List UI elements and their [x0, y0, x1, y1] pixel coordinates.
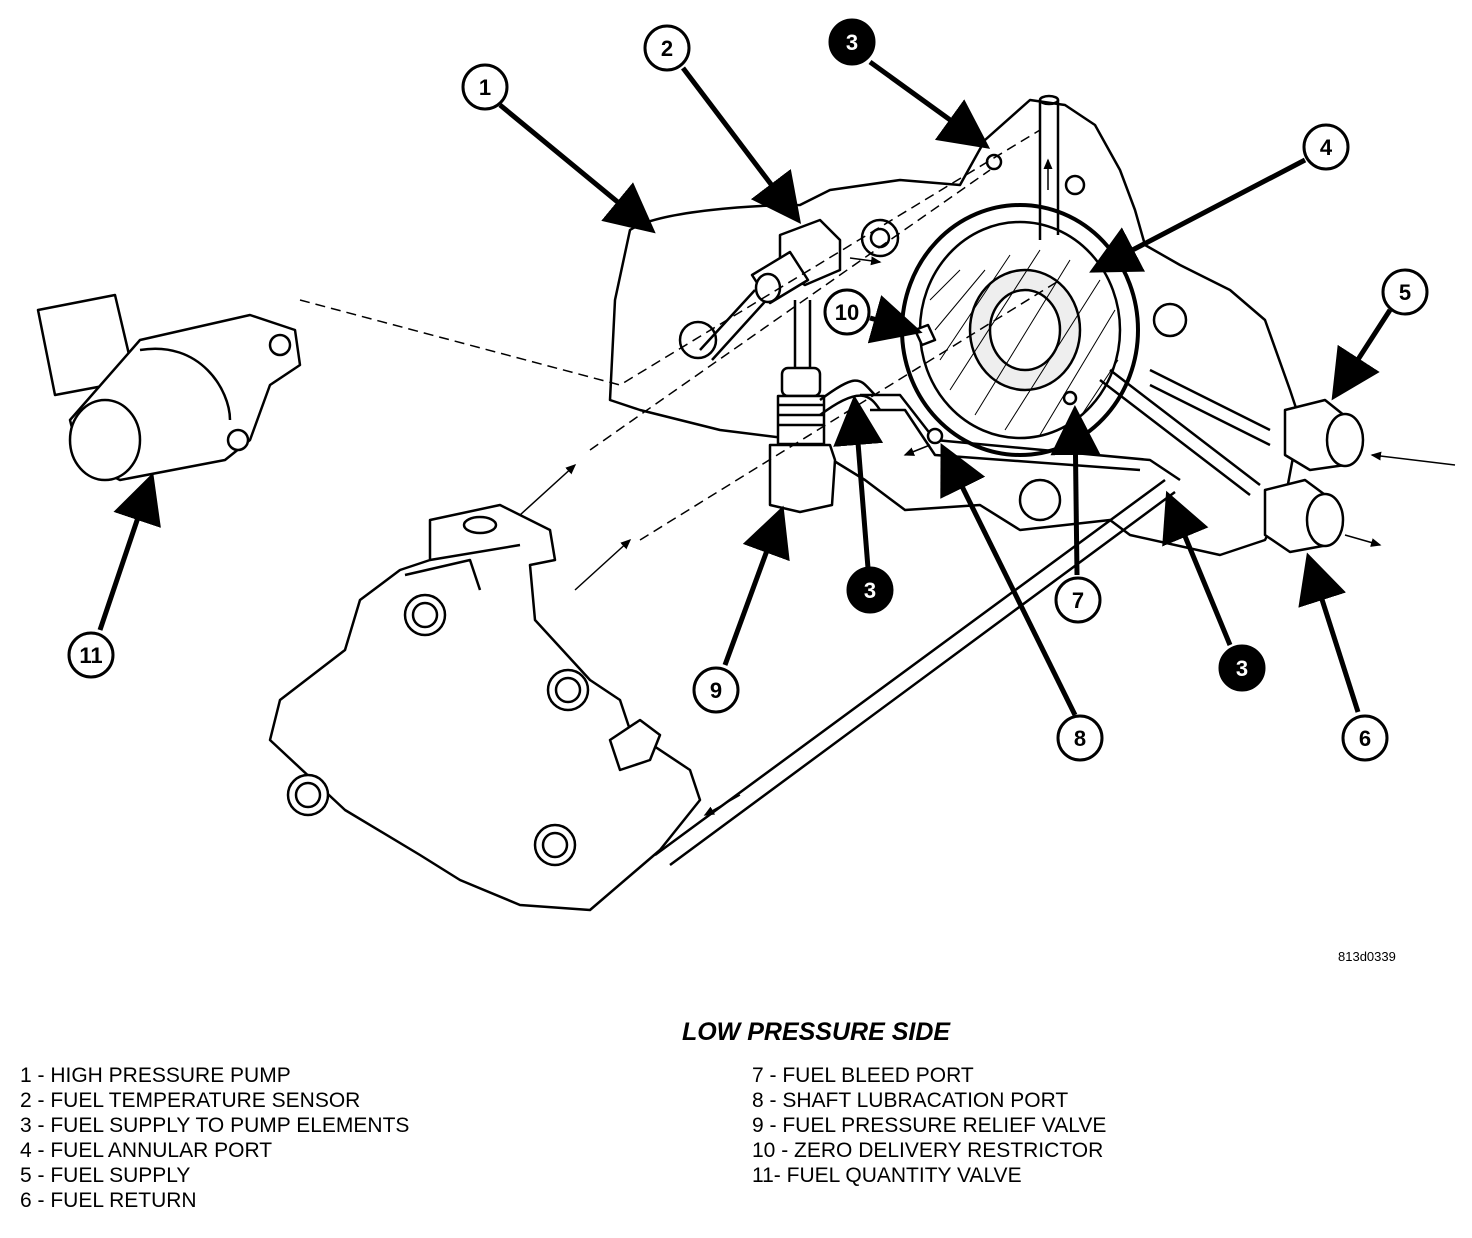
callouts: 1 2 3 4 5 6 7 8 9 10 11 3 3: [67, 18, 1429, 762]
leader-1: [498, 103, 656, 234]
svg-text:3: 3: [1236, 656, 1248, 681]
callout-7: 7: [1054, 576, 1102, 624]
legend-item: 5 - FUEL SUPPLY: [20, 1164, 191, 1187]
legend-item: 4 - FUEL ANNULAR PORT: [20, 1139, 273, 1162]
legend-left: 1 - HIGH PRESSURE PUMP 2 - FUEL TEMPERAT…: [20, 1063, 409, 1213]
legend-item: 11- FUEL QUANTITY VALVE: [752, 1164, 1022, 1187]
svg-text:4: 4: [1320, 135, 1333, 160]
callout-4: 4: [1302, 123, 1350, 171]
leader-6: [1298, 552, 1361, 713]
leader-7: [1050, 405, 1101, 576]
svg-text:2: 2: [661, 36, 673, 61]
svg-text:7: 7: [1072, 588, 1084, 613]
callout-9: 9: [692, 666, 740, 714]
callout-3-mid: 3: [846, 566, 894, 614]
diagram-title: LOW PRESSURE SIDE: [681, 1018, 951, 1046]
legend-item: 9 - FUEL PRESSURE RELIEF VALVE: [752, 1114, 1107, 1137]
leader-8: [940, 443, 1078, 717]
legend-item: 8 - SHAFT LUBRACATION PORT: [752, 1089, 1069, 1112]
pump-housing-lower: [268, 478, 1176, 912]
svg-text:3: 3: [864, 578, 876, 603]
legend-item: 1 - HIGH PRESSURE PUMP: [20, 1064, 291, 1087]
leader-9: [722, 505, 790, 666]
leader-3-low: [1162, 490, 1233, 646]
legend-item: 2 - FUEL TEMPERATURE SENSOR: [20, 1089, 361, 1112]
svg-text:1: 1: [479, 75, 491, 100]
callout-5: 5: [1381, 268, 1429, 316]
svg-text:3: 3: [846, 30, 858, 55]
callout-6: 6: [1341, 714, 1389, 762]
leader-lines: [97, 59, 1393, 717]
legend-item: 7 - FUEL BLEED PORT: [752, 1064, 974, 1087]
leader-5: [1331, 308, 1393, 401]
legend-item: 3 - FUEL SUPPLY TO PUMP ELEMENTS: [20, 1114, 410, 1137]
svg-text:9: 9: [710, 678, 722, 703]
legend-right: 7 - FUEL BLEED PORT 8 - SHAFT LUBRACATIO…: [752, 1063, 1106, 1188]
leader-4: [1089, 157, 1307, 273]
svg-text:5: 5: [1399, 280, 1411, 305]
callout-8: 8: [1056, 714, 1104, 762]
leader-2: [681, 66, 802, 224]
fuel-quantity-valve: [36, 293, 302, 482]
leader-3-mid: [833, 395, 884, 569]
svg-text:6: 6: [1359, 726, 1371, 751]
leader-3-top: [868, 59, 991, 149]
legend-item: 6 - FUEL RETURN: [20, 1189, 197, 1212]
pump-diagram: 1 2 3 4 5 6 7 8 9 10 11 3 3: [36, 18, 1456, 912]
leader-11: [97, 472, 161, 631]
callout-10: 10: [823, 288, 871, 336]
figure-id: 813d0339: [1338, 949, 1396, 964]
flow-arrows: [519, 158, 1456, 816]
legend-item: 10 - ZERO DELIVERY RESTRICTOR: [752, 1139, 1104, 1162]
callout-11: 11: [67, 631, 115, 679]
svg-text:10: 10: [835, 300, 859, 325]
svg-text:8: 8: [1074, 726, 1086, 751]
callout-3-low: 3: [1218, 644, 1266, 692]
callout-2: 2: [643, 24, 691, 72]
leader-10: [867, 295, 923, 344]
callout-1: 1: [461, 63, 509, 111]
svg-text:11: 11: [79, 643, 102, 668]
callout-3-top: 3: [828, 18, 876, 66]
